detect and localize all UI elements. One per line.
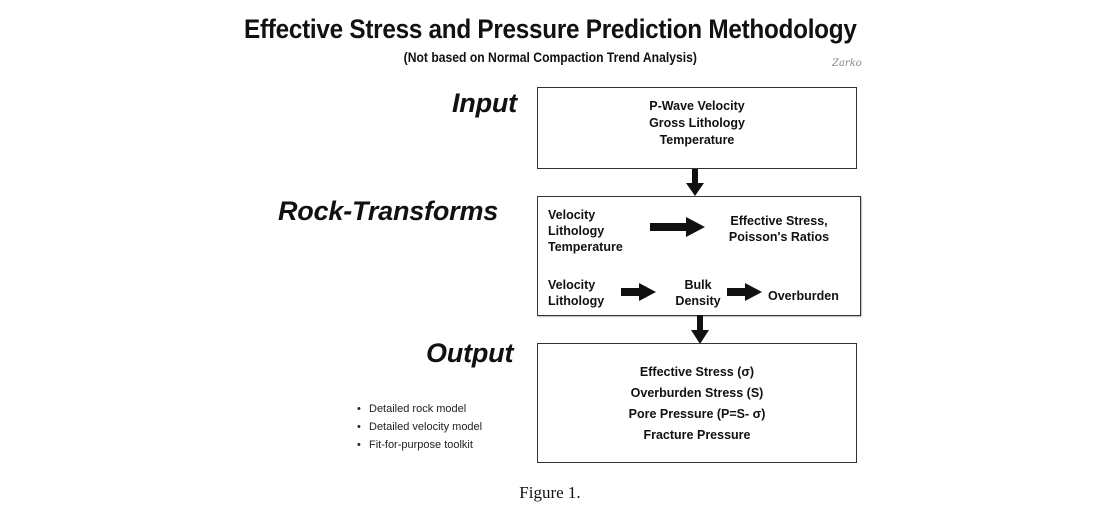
input-item-lithology: Gross Lithology [649, 116, 745, 130]
note-item: Detailed rock model [357, 400, 482, 418]
diagram-subtitle: (Not based on Normal Compaction Trend An… [403, 50, 697, 65]
note-item: Detailed velocity model [357, 418, 482, 436]
output-item-pore-pressure: Pore Pressure (P=S- σ) [628, 407, 766, 421]
down-arrow-icon [686, 169, 704, 196]
row1-input-temperature: Temperature [548, 240, 623, 254]
transform-row1-inputs: Velocity Lithology Temperature [548, 207, 623, 255]
output-box: Effective Stress (σ) Overburden Stress (… [537, 343, 857, 463]
output-item-overburden-stress: Overburden Stress (S) [630, 386, 764, 400]
row2-input-velocity: Velocity [548, 278, 596, 292]
row1-output-poissons-ratios: Poisson's Ratios [728, 230, 830, 244]
stage-label-input: Input [452, 88, 517, 118]
stage-label-output: Output [426, 338, 514, 368]
row2-output-overburden: Overburden [768, 289, 839, 303]
input-item-velocity: P-Wave Velocity [649, 99, 745, 113]
row1-input-lithology: Lithology [548, 224, 605, 238]
input-box: P-Wave Velocity Gross Lithology Temperat… [537, 87, 857, 169]
note-item: Fit-for-purpose toolkit [357, 436, 482, 454]
row1-input-velocity: Velocity [548, 208, 596, 222]
output-item-effective-stress: Effective Stress (σ) [639, 365, 755, 379]
right-arrow-icon [727, 283, 762, 301]
methodology-notes-list: Detailed rock model Detailed velocity mo… [357, 400, 482, 454]
row1-output-effective-stress: Effective Stress, [730, 214, 828, 228]
transform-row2-intermediate: Bulk Density [660, 277, 736, 309]
transform-row1-outputs: Effective Stress, Poisson's Ratios [714, 213, 844, 245]
row2-bulk: Bulk [684, 278, 712, 292]
stage-label-rock-transforms: Rock-Transforms [278, 196, 499, 226]
input-item-temperature: Temperature [659, 133, 735, 147]
rock-transforms-box: Velocity Lithology Temperature Effective… [537, 196, 861, 316]
diagram-title: Effective Stress and Pressure Prediction… [244, 14, 857, 44]
row2-input-lithology: Lithology [548, 294, 605, 308]
output-item-fracture-pressure: Fracture Pressure [643, 428, 751, 442]
down-arrow-icon [691, 315, 709, 344]
transform-row2-inputs: Velocity Lithology [548, 277, 604, 309]
handwritten-signature: Zarko [832, 58, 862, 69]
row2-density: Density [675, 294, 721, 308]
right-arrow-icon [621, 283, 656, 301]
figure-caption: Figure 1. [519, 483, 581, 502]
right-arrow-icon [650, 217, 705, 237]
